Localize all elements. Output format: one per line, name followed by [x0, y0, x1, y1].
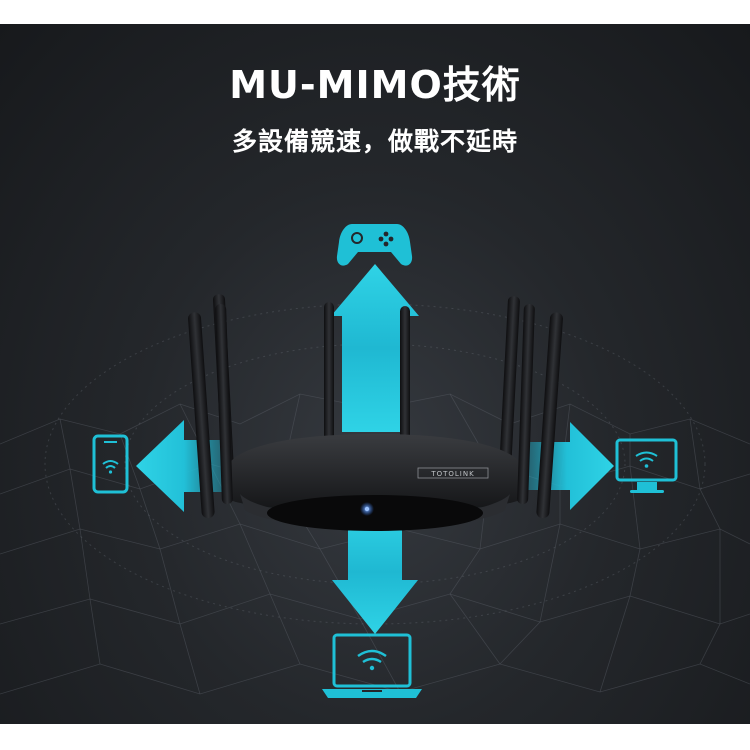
router-brand-logo: TOTOLINK: [417, 467, 489, 479]
mu-mimo-banner: TOTOLINK: [0, 24, 750, 724]
illustration: TOTOLINK: [0, 224, 750, 698]
monitor-wifi-icon: [615, 438, 678, 493]
svg-text:TOTOLINK: TOTOLINK: [430, 470, 474, 478]
router: TOTOLINK: [225, 434, 525, 531]
arrow-down: [332, 510, 418, 634]
arrow-right: [520, 422, 614, 510]
smartphone-wifi-icon: [92, 434, 129, 494]
laptop-wifi-icon: [322, 633, 422, 698]
arrow-left: [136, 420, 232, 512]
page-subtitle: 多設備競速，做戰不延時: [231, 127, 518, 156]
gamepad-icon: [336, 224, 413, 266]
router-antennas-front: [188, 304, 563, 519]
arrow-up: [331, 264, 419, 432]
page-title: MU-MIMO技術: [229, 63, 521, 107]
